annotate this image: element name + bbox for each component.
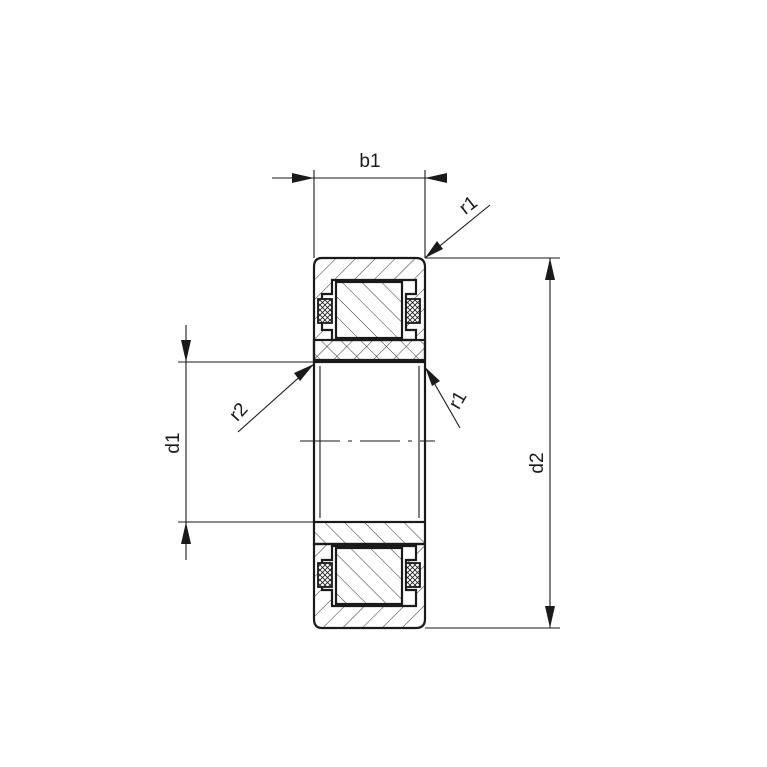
label-d1: d1 — [163, 432, 184, 453]
dimension-d2: d2 — [425, 257, 560, 629]
radius-r2: r2 — [225, 363, 315, 433]
dimension-d1: d1 — [163, 325, 314, 560]
upper-roller — [334, 280, 404, 340]
lower-cage-right — [405, 562, 421, 588]
upper-cage-left — [317, 298, 333, 324]
bore — [300, 362, 435, 522]
upper-section — [312, 256, 427, 364]
label-r2: r2 — [225, 399, 252, 426]
radius-r1-inner: r1 — [424, 366, 472, 429]
radius-r1-top: r1 — [424, 192, 491, 259]
lower-cage-left — [317, 562, 333, 588]
upper-cage-right — [405, 298, 421, 324]
lower-section — [312, 520, 427, 630]
lower-inner-ring — [312, 520, 427, 546]
label-d2: d2 — [527, 452, 548, 473]
lower-outer-ring — [312, 542, 427, 630]
upper-inner-ring — [312, 338, 427, 364]
label-b1: b1 — [359, 151, 380, 172]
dimension-b1: b1 — [272, 151, 447, 258]
lower-roller — [334, 546, 404, 606]
